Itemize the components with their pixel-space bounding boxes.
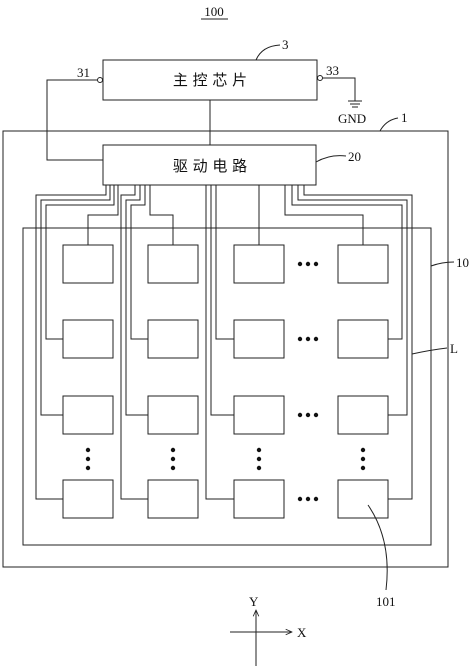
pixel-cell bbox=[147, 479, 199, 519]
pixel-cell bbox=[337, 395, 389, 435]
pin-31-terminal bbox=[97, 77, 103, 83]
pixel-cell-101 bbox=[337, 479, 389, 519]
drive-line-3 bbox=[40, 185, 111, 416]
horizontal-ellipsis-dot bbox=[305, 261, 311, 267]
driver-ref-leader bbox=[315, 155, 347, 163]
vertical-ellipsis-dot bbox=[256, 465, 262, 471]
horizontal-ellipsis-dot bbox=[313, 336, 319, 342]
wire-bundle bbox=[35, 185, 413, 500]
pin-33-label: 33 bbox=[326, 63, 339, 78]
panel-outline bbox=[22, 227, 432, 546]
panel-ref: 10 bbox=[456, 255, 469, 270]
board-ref: 1 bbox=[401, 110, 408, 125]
region-ref: L bbox=[450, 341, 458, 356]
driver-ref: 20 bbox=[348, 149, 361, 164]
drive-line-10 bbox=[215, 185, 234, 340]
board-ref-leader bbox=[379, 117, 399, 132]
pixel-cell bbox=[337, 244, 389, 284]
pixel-cell bbox=[147, 244, 199, 284]
drive-line-15 bbox=[297, 185, 408, 416]
ellipsis-dots bbox=[85, 261, 366, 502]
pixel-cell bbox=[62, 395, 114, 435]
ground-symbol bbox=[348, 100, 362, 108]
horizontal-ellipsis-dot bbox=[313, 261, 319, 267]
drive-line-11 bbox=[210, 185, 234, 416]
pixel-cell bbox=[62, 244, 114, 284]
ground-label: GND bbox=[338, 111, 366, 126]
vertical-ellipsis-dot bbox=[85, 456, 91, 462]
y-axis-label: Y bbox=[249, 594, 259, 609]
vertical-ellipsis-dot bbox=[170, 447, 176, 453]
main-chip-ref-leader bbox=[255, 44, 281, 61]
drive-line-6 bbox=[130, 185, 148, 340]
horizontal-ellipsis-dot bbox=[313, 496, 319, 502]
cell-ref-leader bbox=[367, 504, 388, 591]
vertical-ellipsis-dot bbox=[256, 456, 262, 462]
ground-wire bbox=[323, 77, 356, 101]
horizontal-ellipsis-dot bbox=[305, 412, 311, 418]
drive-line-13 bbox=[284, 185, 364, 245]
drive-line-1 bbox=[87, 185, 119, 245]
pixel-cell bbox=[147, 395, 199, 435]
drive-line-2 bbox=[45, 185, 115, 340]
drive-line-7 bbox=[125, 185, 148, 416]
pixel-cell bbox=[233, 479, 285, 519]
drive-line-8 bbox=[120, 185, 148, 500]
driver-circuit-box bbox=[102, 144, 317, 186]
pin-33-terminal bbox=[317, 75, 323, 81]
pixel-cell-array bbox=[62, 244, 389, 519]
pixel-cell bbox=[233, 319, 285, 359]
pin-31-label: 31 bbox=[77, 65, 90, 80]
pixel-cell bbox=[62, 319, 114, 359]
main-chip-ref: 3 bbox=[282, 37, 289, 52]
vertical-ellipsis-dot bbox=[360, 447, 366, 453]
drive-line-4 bbox=[35, 185, 107, 500]
drive-line-16 bbox=[303, 185, 413, 500]
drive-line-14 bbox=[291, 185, 403, 340]
pixel-cell bbox=[233, 395, 285, 435]
pixel-cell bbox=[337, 319, 389, 359]
region-ref-leader bbox=[411, 347, 448, 355]
vertical-ellipsis-dot bbox=[85, 447, 91, 453]
horizontal-ellipsis-dot bbox=[297, 336, 303, 342]
main-chip-label: 主 控 芯 片 bbox=[173, 71, 247, 89]
main-chip-box bbox=[102, 59, 318, 101]
horizontal-ellipsis-dot bbox=[313, 412, 319, 418]
x-axis-label: X bbox=[297, 625, 307, 640]
pixel-cell bbox=[62, 479, 114, 519]
driver-circuit-label: 驱 动 电 路 bbox=[173, 157, 247, 175]
pin-31-wire bbox=[46, 79, 103, 161]
panel-ref-leader bbox=[430, 261, 455, 267]
horizontal-ellipsis-dot bbox=[305, 496, 311, 502]
vertical-ellipsis-dot bbox=[85, 465, 91, 471]
horizontal-ellipsis-dot bbox=[297, 496, 303, 502]
cell-ref: 101 bbox=[376, 594, 396, 609]
vertical-ellipsis-dot bbox=[360, 456, 366, 462]
drive-line-12 bbox=[205, 185, 234, 500]
pixel-cell bbox=[147, 319, 199, 359]
drive-line-5 bbox=[149, 185, 174, 245]
horizontal-ellipsis-dot bbox=[297, 261, 303, 267]
vertical-ellipsis-dot bbox=[170, 465, 176, 471]
vertical-ellipsis-dot bbox=[170, 456, 176, 462]
horizontal-ellipsis-dot bbox=[297, 412, 303, 418]
horizontal-ellipsis-dot bbox=[305, 336, 311, 342]
figure-number: 100 bbox=[204, 4, 224, 19]
vertical-ellipsis-dot bbox=[360, 465, 366, 471]
vertical-ellipsis-dot bbox=[256, 447, 262, 453]
pixel-cell bbox=[233, 244, 285, 284]
